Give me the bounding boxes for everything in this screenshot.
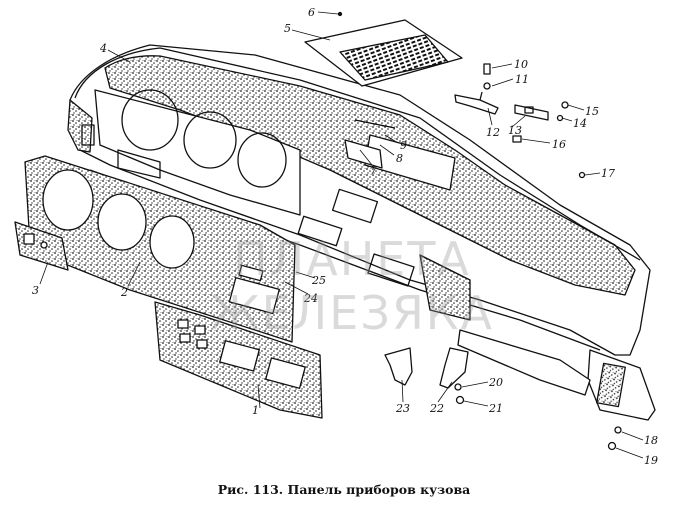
caption-title: Панель приборов кузова: [287, 482, 471, 497]
callout-17: 17: [601, 167, 615, 180]
callout-18: 18: [644, 434, 658, 447]
part-23-bracket: [384, 347, 413, 386]
part-13-clip: [514, 104, 549, 121]
callout-21: 21: [488, 402, 503, 415]
callout-25: 25: [311, 274, 326, 287]
callout-labels: 1 2 3 4 5 6 7 8 9 10 11 12 13 14 15 16 1…: [32, 6, 658, 467]
callout-4: 4: [99, 42, 107, 55]
callout-7: 7: [370, 164, 377, 177]
callout-9: 9: [400, 139, 407, 152]
callout-8: 8: [396, 152, 403, 165]
caption-prefix: Рис.: [217, 482, 249, 497]
callout-13: 13: [508, 124, 522, 137]
callout-14: 14: [573, 117, 587, 130]
part-1-lower-trim-panel: [154, 301, 323, 419]
callout-22: 22: [429, 402, 444, 415]
callout-1: 1: [252, 404, 259, 417]
part-12-bracket: [454, 91, 499, 115]
callout-20: 20: [488, 376, 503, 389]
callout-3: 3: [32, 284, 39, 297]
part-3-switch-panel: [14, 221, 69, 271]
callout-10: 10: [514, 58, 528, 71]
callout-24: 24: [303, 292, 318, 305]
leader-lines: [39, 11, 644, 459]
callout-23: 23: [395, 402, 410, 415]
fasteners: [337, 11, 622, 451]
callout-2: 2: [120, 286, 128, 299]
callout-19: 19: [644, 454, 658, 467]
callout-12: 12: [486, 126, 500, 139]
callout-15: 15: [585, 105, 599, 118]
callout-6: 6: [308, 6, 315, 19]
callout-16: 16: [552, 138, 566, 151]
part-22-bracket: [439, 347, 469, 389]
callout-11: 11: [515, 73, 529, 86]
callout-5: 5: [284, 22, 291, 35]
part-5-speaker-grille: [304, 19, 463, 87]
caption-number: 113.: [252, 482, 284, 497]
figure-caption: Рис. 113. Панель приборов кузова: [0, 482, 688, 497]
